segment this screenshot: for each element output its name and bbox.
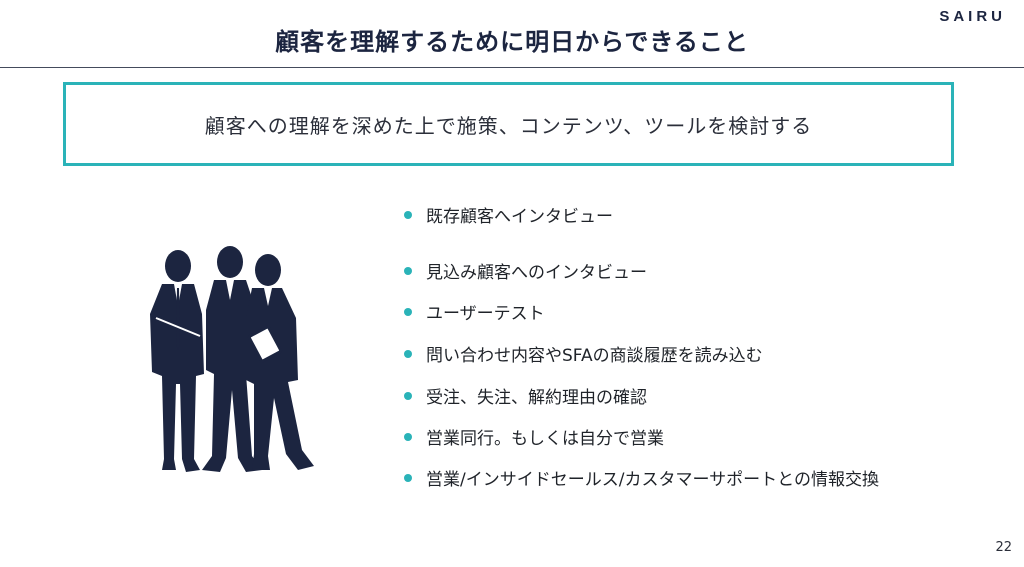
folder xyxy=(247,325,283,363)
person-middle-head xyxy=(217,246,243,278)
bullet-dot xyxy=(404,307,412,316)
list-item: 見込み顧客へのインタビュー xyxy=(404,258,647,283)
person-left-body xyxy=(150,284,204,472)
list-item: ユーザーテスト xyxy=(404,299,545,324)
list-item-text: 見込み顧客へのインタビュー xyxy=(426,263,647,283)
list-item: 営業/インサイドセールス/カスタマーサポートとの情報交換 xyxy=(404,465,879,490)
title-divider xyxy=(0,67,1024,68)
list-item-text: 既存顧客へインタビュー xyxy=(426,207,613,227)
bullet-dot xyxy=(404,210,412,219)
person-right-head xyxy=(255,254,281,286)
list-item: 既存顧客へインタビュー xyxy=(404,202,613,227)
slide-title: 顧客を理解するために明日からできること xyxy=(275,28,749,56)
list-item: 営業同行。もしくは自分で営業 xyxy=(404,424,664,449)
bullet-dot xyxy=(404,266,412,275)
brand-logo: SAIRU xyxy=(939,8,1006,25)
summary-box: 顧客への理解を深めた上で施策、コンテンツ、ツールを検討する xyxy=(63,82,954,166)
page-number: 22 xyxy=(995,540,1012,555)
business-people-group-icon xyxy=(142,244,322,484)
person-left-head xyxy=(165,250,191,282)
list-item: 問い合わせ内容やSFAの商談履歴を読み込む xyxy=(404,341,763,366)
bullet-dot xyxy=(404,349,412,358)
list-item-text: 受注、失注、解約理由の確認 xyxy=(426,388,647,408)
list-item-text: ユーザーテスト xyxy=(426,304,545,324)
bullet-dot xyxy=(404,391,412,400)
bullet-dot xyxy=(404,432,412,441)
list-item: 受注、失注、解約理由の確認 xyxy=(404,383,647,408)
bullet-dot xyxy=(404,473,412,482)
list-item-text: 問い合わせ内容やSFAの商談履歴を読み込む xyxy=(426,346,763,366)
summary-text: 顧客への理解を深めた上で施策、コンテンツ、ツールを検討する xyxy=(204,113,813,138)
list-item-text: 営業同行。もしくは自分で営業 xyxy=(426,429,664,449)
list-item-text: 営業/インサイドセールス/カスタマーサポートとの情報交換 xyxy=(426,470,879,490)
person-right-body xyxy=(246,288,314,470)
